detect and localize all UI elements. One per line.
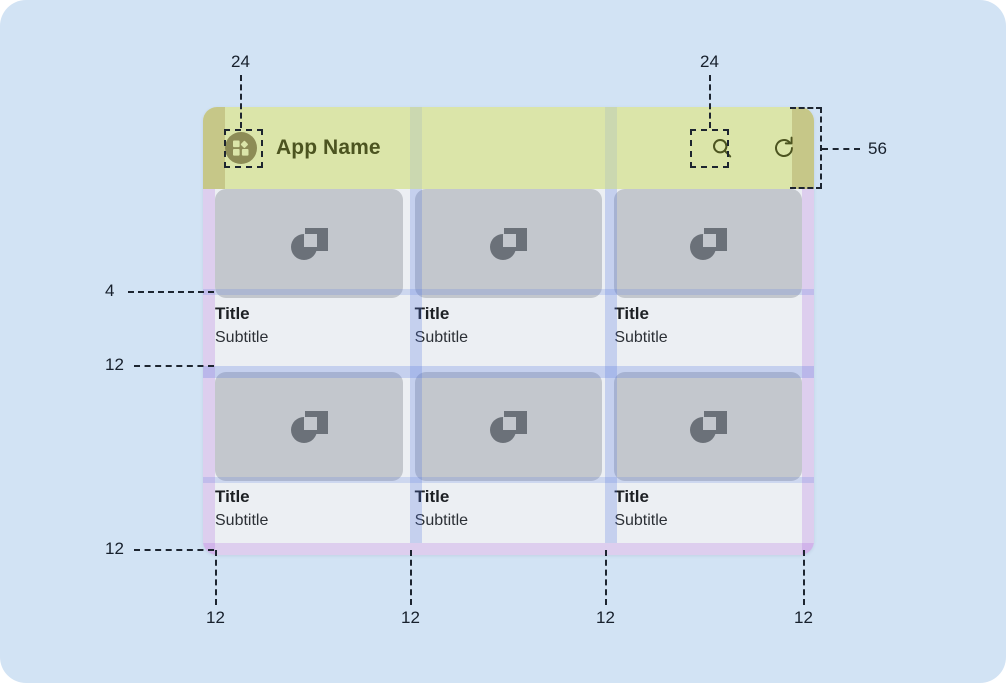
card-text: Title Subtitle: [614, 481, 802, 543]
card-title: Title: [215, 304, 250, 323]
card[interactable]: Title Subtitle: [414, 372, 603, 543]
annotation-leader-appbar-height: [822, 148, 860, 150]
card-media: [414, 189, 603, 298]
grid-dashboard-icon[interactable]: [225, 132, 257, 164]
annotation-leader-search-padding: [709, 75, 711, 128]
annotation-leader-gutter-right: [803, 550, 805, 605]
annotation-label-gutter-mid-2: 12: [596, 608, 615, 627]
card-text: Title Subtitle: [614, 298, 802, 360]
card[interactable]: Title Subtitle: [614, 189, 802, 360]
app-bar-leading: App Name: [225, 132, 381, 164]
annotation-label-search-padding: 24: [700, 52, 719, 71]
annotation-leader-gutter-left: [215, 550, 217, 605]
card-media: [414, 372, 603, 481]
annotation-leader-row-gutter: [134, 365, 214, 367]
card-text: Title Subtitle: [215, 481, 403, 543]
card-text: Title Subtitle: [215, 298, 403, 360]
card-subtitle: Subtitle: [414, 512, 469, 529]
annotation-label-appbar-height: 56: [868, 139, 887, 158]
annotation-label-gutter-right: 12: [794, 608, 813, 627]
card[interactable]: Title Subtitle: [614, 372, 802, 543]
card-subtitle: Subtitle: [215, 329, 269, 346]
annotation-label-bottom-padding: 12: [105, 539, 124, 558]
card[interactable]: Title Subtitle: [414, 189, 603, 360]
card-text: Title Subtitle: [415, 481, 603, 543]
card-subtitle: Subtitle: [614, 329, 668, 346]
card-subtitle: Subtitle: [215, 512, 269, 529]
card-title: Title: [215, 487, 250, 506]
annotation-label-gutter-left: 12: [206, 608, 225, 627]
app-frame: App Name: [203, 107, 814, 555]
annotation-leader-menu-padding: [240, 75, 242, 128]
app-bar: App Name: [203, 107, 814, 189]
annotation-bracket-appbar-height: [790, 107, 822, 189]
card-title: Title: [614, 304, 649, 323]
card-media: [614, 372, 802, 481]
annotation-leader-title-spacing: [128, 291, 214, 293]
card-title: Title: [414, 487, 450, 506]
annotation-leader-gutter-mid-1: [410, 550, 412, 605]
refresh-icon[interactable]: [771, 135, 797, 161]
card-grid: Title Subtitle Title Subtitle: [203, 189, 814, 555]
annotation-label-title-spacing: 4: [105, 281, 115, 300]
card-media: [215, 372, 403, 481]
annotation-leader-bottom-padding: [134, 549, 214, 551]
annotation-box-search-icon: [690, 129, 729, 168]
annotation-label-gutter-mid-1: 12: [401, 608, 420, 627]
annotation-leader-gutter-mid-2: [605, 550, 607, 605]
card-subtitle: Subtitle: [614, 512, 668, 529]
card-title: Title: [414, 304, 450, 323]
annotation-box-menu-icon: [224, 129, 263, 168]
card-text: Title Subtitle: [415, 298, 603, 360]
card-media: [614, 189, 802, 298]
card[interactable]: Title Subtitle: [215, 372, 403, 543]
card-media: [215, 189, 403, 298]
annotation-label-menu-padding: 24: [231, 52, 250, 71]
card-title: Title: [614, 487, 649, 506]
card[interactable]: Title Subtitle: [215, 189, 403, 360]
annotation-label-row-gutter: 12: [105, 355, 124, 374]
card-subtitle: Subtitle: [414, 329, 469, 346]
app-title: App Name: [276, 136, 381, 159]
